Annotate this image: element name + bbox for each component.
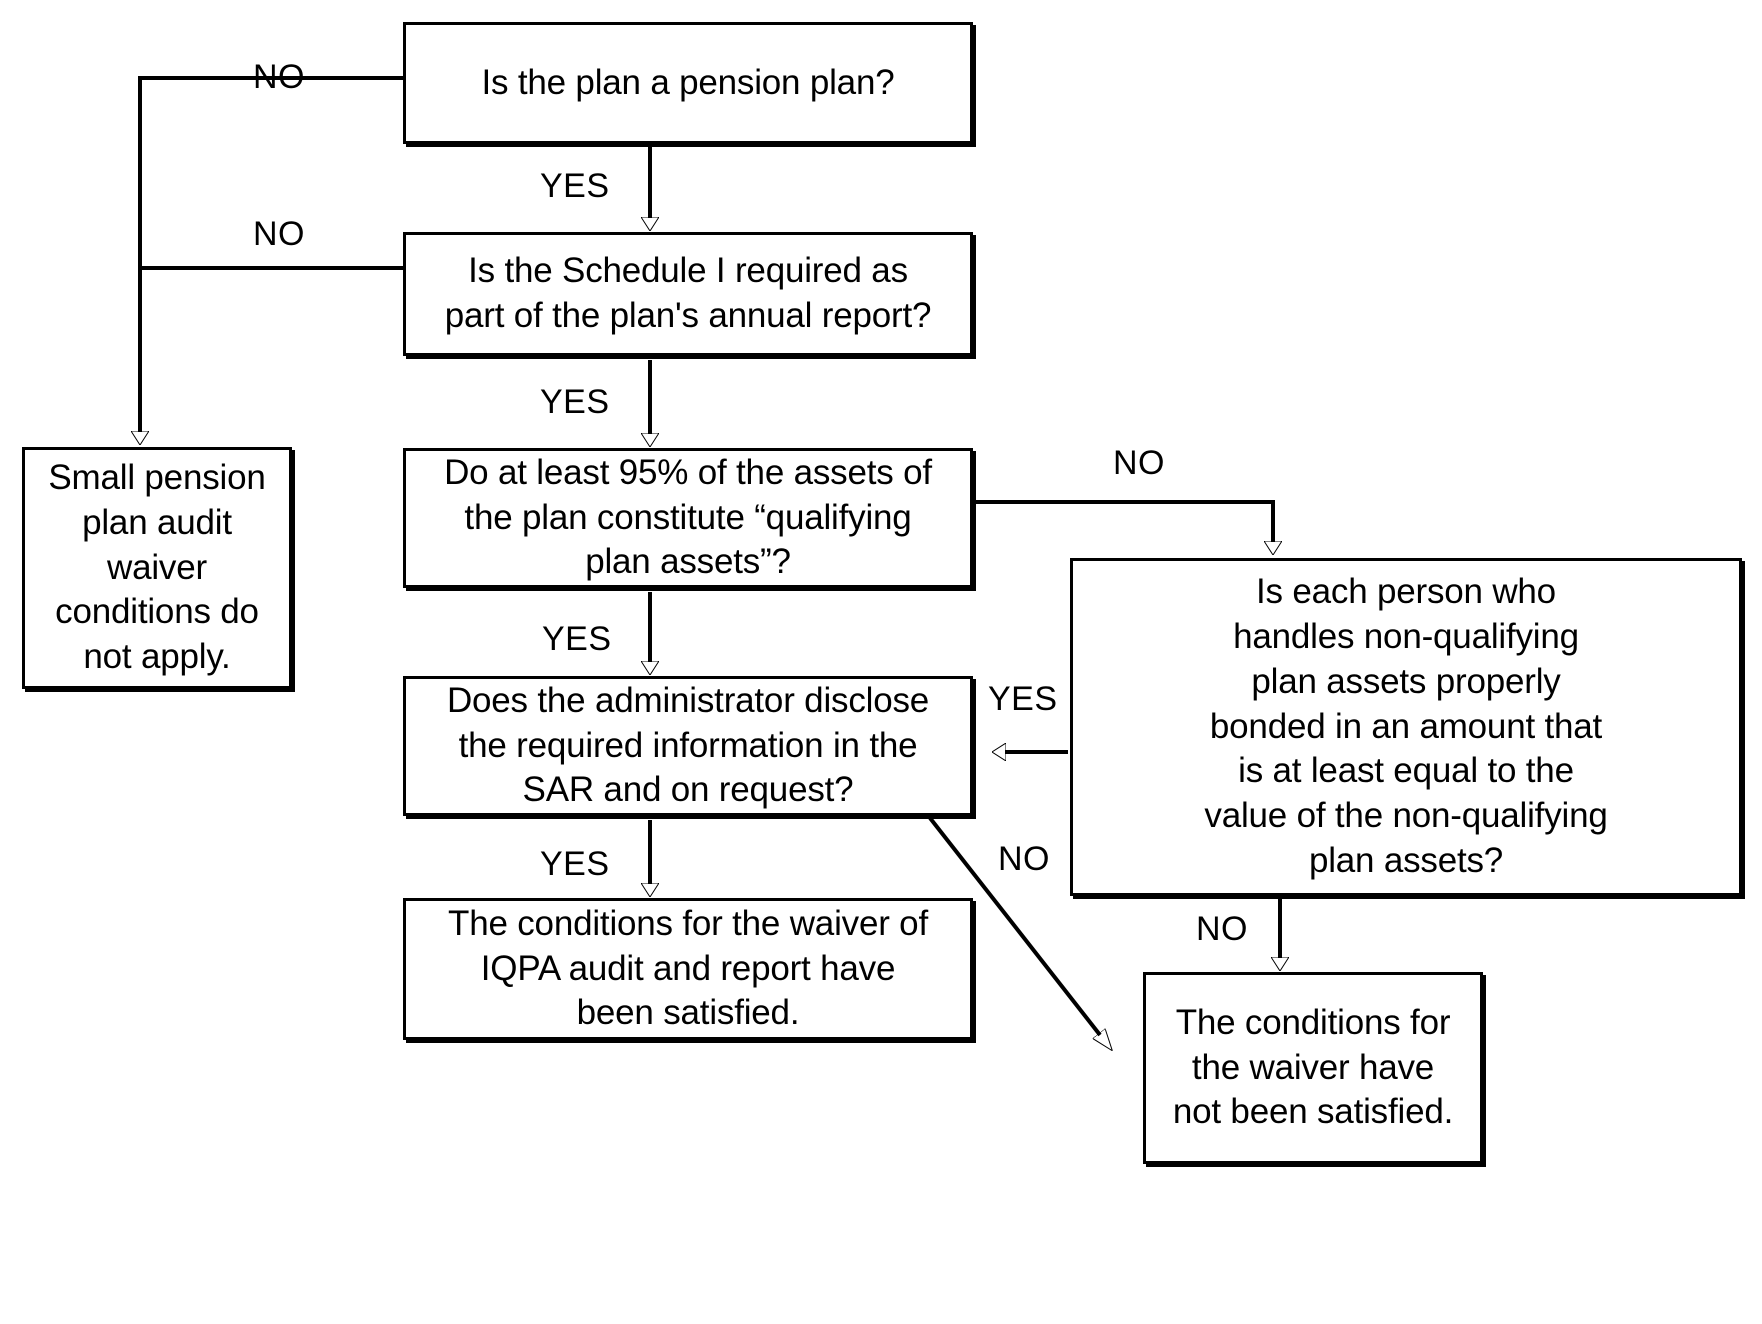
node-waiver-not-satisfied-result[interactable]: The conditions for the waiver have not b… bbox=[1143, 972, 1483, 1164]
edge-label-yes-qualifying-assets: YES bbox=[542, 620, 612, 658]
node-sar-disclosure-question[interactable]: Does the administrator disclose the requ… bbox=[403, 676, 973, 816]
edge-label-no-qualifying-assets: NO bbox=[1113, 444, 1165, 482]
edge-label-no-sar-disclosure: NO bbox=[998, 840, 1050, 878]
edge-label-no-bonding: NO bbox=[1196, 910, 1248, 948]
edge-label-yes-pension-plan: YES bbox=[540, 167, 610, 205]
edge-label-yes-bonding: YES bbox=[988, 680, 1058, 718]
edge-label-yes-schedule-i: YES bbox=[540, 383, 610, 421]
edge-label-no-pension-plan: NO bbox=[253, 58, 305, 96]
node-schedule-i-question[interactable]: Is the Schedule I required as part of th… bbox=[403, 232, 973, 356]
node-waiver-not-apply-result[interactable]: Small pension plan audit waiver conditio… bbox=[22, 447, 292, 689]
edge-label-yes-sar-disclosure: YES bbox=[540, 845, 610, 883]
node-qualifying-assets-question[interactable]: Do at least 95% of the assets of the pla… bbox=[403, 448, 973, 588]
node-waiver-satisfied-result[interactable]: The conditions for the waiver of IQPA au… bbox=[403, 898, 973, 1040]
node-pension-plan-question[interactable]: Is the plan a pension plan? bbox=[403, 22, 973, 144]
node-bonding-question[interactable]: Is each person who handles non-qualifyin… bbox=[1070, 558, 1742, 896]
edge-no-qualifying-assets bbox=[976, 500, 1273, 542]
edge-no-pension-plan bbox=[140, 76, 403, 432]
edge-label-no-schedule-i: NO bbox=[253, 215, 305, 253]
